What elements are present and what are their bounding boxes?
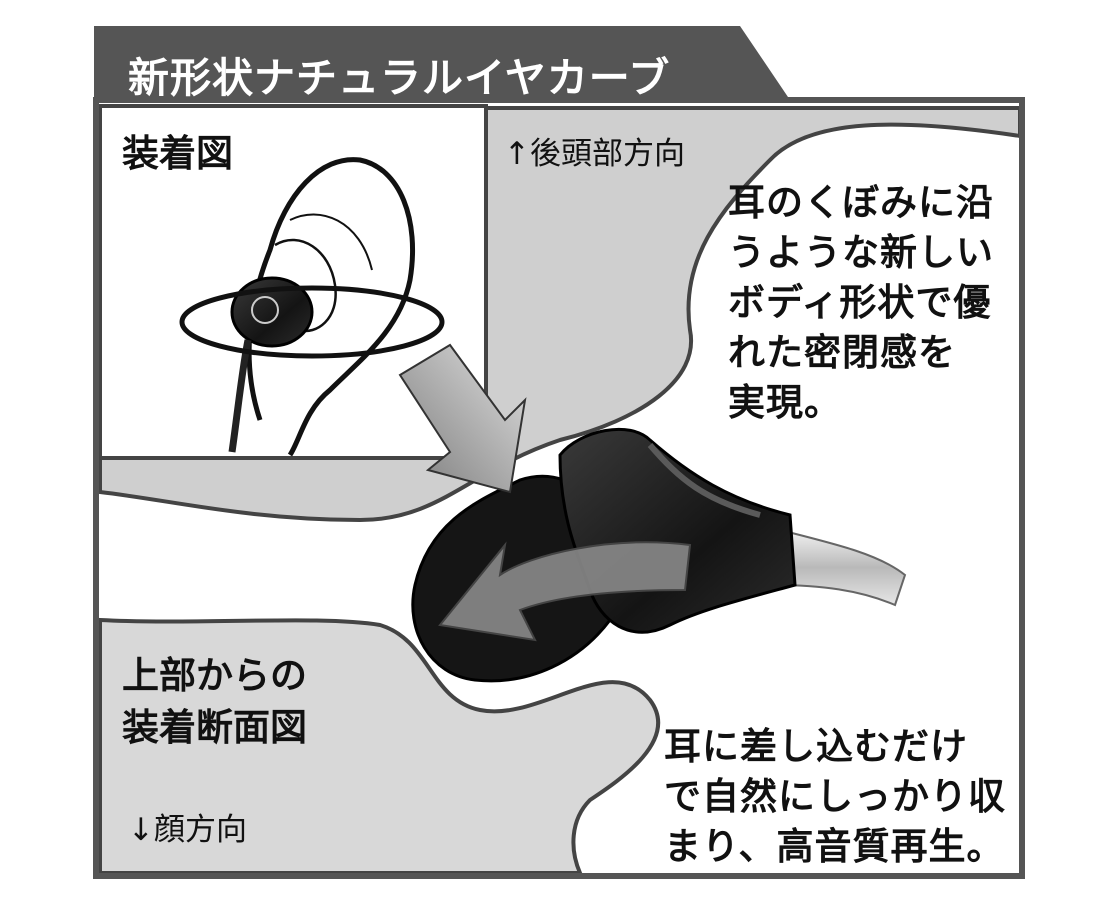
header-title: 新形状ナチュラルイヤカーブ [128,54,671,102]
description-top-line: 実現。 [728,381,842,424]
ear-antihelix [289,213,373,271]
description-bottom-line: まり、高音質再生。 [664,825,1005,868]
earpiece-highlight [647,443,761,518]
cross-section-label: 上部からの 装着断面図 [122,650,307,754]
description-top-line: れた密閉感を [728,331,956,374]
fit-ring [179,285,445,359]
header-tab [94,26,790,100]
cross-section-label-line: 上部からの [122,654,307,697]
description-top-line: 耳のくぼみに沿 [728,181,994,224]
earphone-small [230,276,314,348]
description-top: 耳のくぼみに沿 うような新しい ボディ形状で優 れた密閉感を 実現。 [728,178,994,428]
description-top-line: ボディ形状で優 [728,281,992,324]
earphone-logo-icon [251,296,279,324]
wearing-view-label: 装着図 [122,132,233,175]
face-direction-label: ↓顔方向 [128,812,247,848]
description-bottom-line: 耳に差し込むだけ [664,725,968,768]
description-bottom: 耳に差し込むだけ で自然にしっかり収 まり、高音質再生。 [664,722,1006,872]
cross-section-label-line: 装着断面図 [122,706,307,749]
description-top-line: うような新しい [728,231,994,274]
rear-direction-label: ↑後頭部方向 [504,136,685,172]
ear-inner-fold [274,238,337,333]
insertion-arrow-icon [398,343,527,494]
rotation-arrow-icon [438,541,692,642]
description-bottom-line: で自然にしっかり収 [664,775,1006,818]
ear-region-lower [98,617,660,875]
earpiece-cable [773,528,907,607]
ear-region-upper [98,106,1022,523]
panel-frame [93,97,1025,879]
